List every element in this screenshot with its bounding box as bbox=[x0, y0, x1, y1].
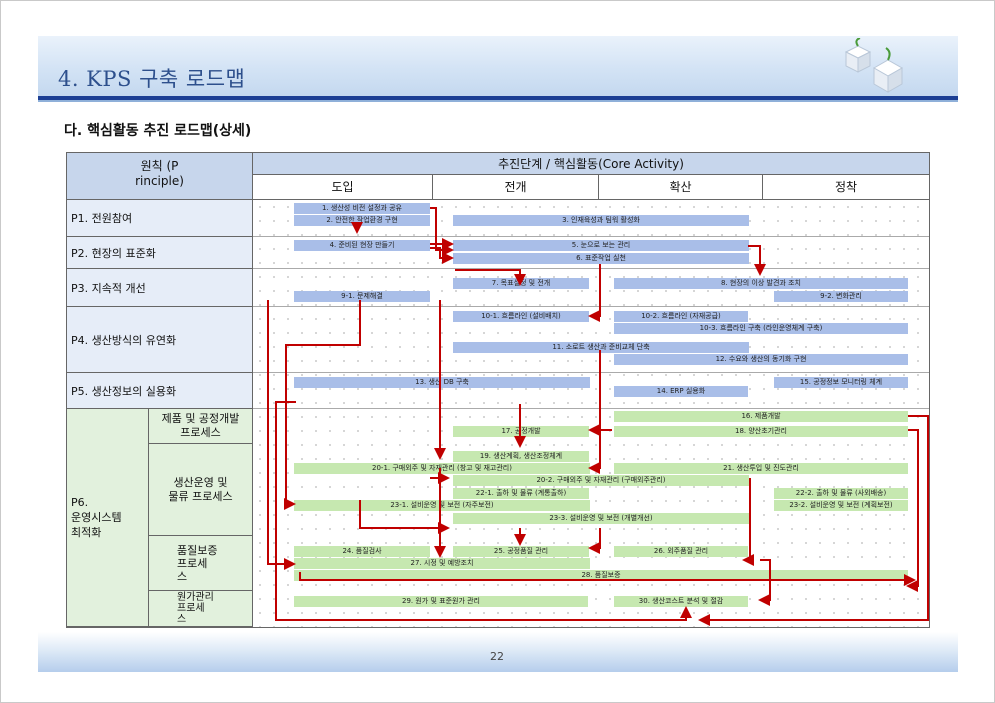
page-number: 22 bbox=[490, 650, 504, 663]
